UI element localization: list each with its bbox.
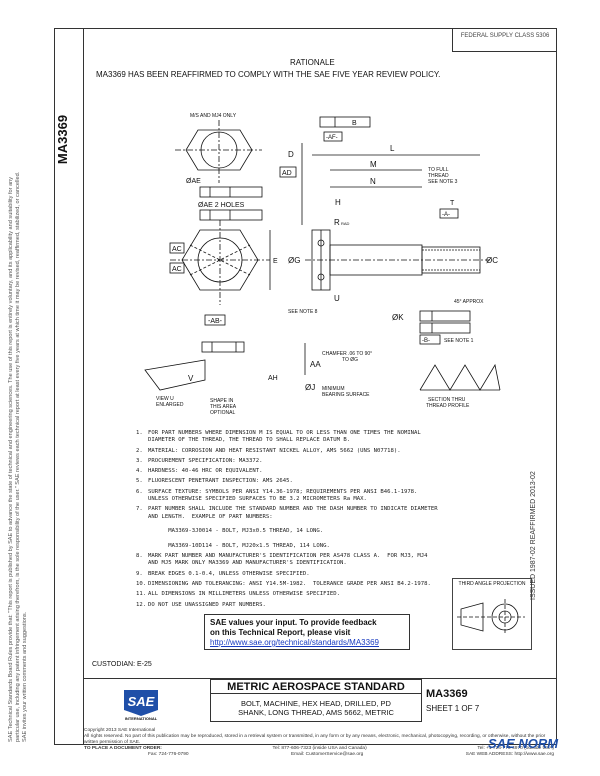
note-item: 12.DO NOT USE UNASSIGNED PART NUMBERS. <box>136 601 266 608</box>
third-angle-label: THIRD ANGLE PROJECTION <box>458 581 526 587</box>
svg-text:E: E <box>273 258 278 265</box>
disclaimer-text: SAE Technical Standards Board Rules prov… <box>8 171 28 742</box>
footer-order-label: TO PLACE A DOCUMENT ORDER: <box>84 746 162 751</box>
svg-text:VIEW U: VIEW U <box>156 396 174 402</box>
standard-description: BOLT, MACHINE, HEX HEAD, DRILLED, PD SHA… <box>210 694 422 722</box>
svg-text:SEE NOTE 8: SEE NOTE 8 <box>288 309 318 315</box>
bolt-side-view <box>305 229 490 291</box>
sheet-number: SHEET 1 OF 7 <box>426 704 480 713</box>
note-item: 10.DIMENSIONING AND TOLERANCING: ANSI Y1… <box>136 581 431 588</box>
svg-text:U: U <box>334 294 340 303</box>
sae-logo-icon: SAE <box>124 690 158 716</box>
svg-text:ØC: ØC <box>486 256 498 265</box>
footer-email[interactable]: Email: CustomerService@sae.org <box>290 752 364 757</box>
note-item: 9.BREAK EDGES 0.1-0.4, UNLESS OTHERWISE … <box>136 570 310 577</box>
notes-list: 1.FOR PART NUMBERS WHERE DIMENSION M IS … <box>136 430 496 612</box>
svg-text:ØJ: ØJ <box>305 383 315 392</box>
note-item: 1.FOR PART NUMBERS WHERE DIMENSION M IS … <box>136 430 421 444</box>
svg-text:L: L <box>390 144 395 153</box>
svg-text:-AF-: -AF- <box>326 135 338 141</box>
svg-text:ØK: ØK <box>392 313 404 322</box>
projection-symbol-icon <box>457 599 525 635</box>
svg-text:SHAPE IN: SHAPE IN <box>210 398 234 404</box>
footer-tel2: Tel: +1 724-776-4970 (outside USA) <box>477 746 554 751</box>
svg-text:M: M <box>370 160 377 169</box>
document-number: MA3369 <box>426 688 468 700</box>
svg-text:ENLARGED: ENLARGED <box>156 402 184 408</box>
page-frame <box>54 28 557 745</box>
svg-text:ØAE: ØAE <box>186 178 201 185</box>
svg-text:V: V <box>188 374 194 383</box>
hex-top-view <box>175 120 262 183</box>
issue-reaffirm-line: ISSUED 1987-02 REAFFIRMED 2013-02 <box>530 471 537 600</box>
note-item: 7.PART NUMBER SHALL INCLUDE THE STANDARD… <box>136 506 438 549</box>
note-item: 5.FLUORESCENT PENETRANT INSPECTION: AMS … <box>136 478 293 485</box>
svg-text:TO FULL: TO FULL <box>428 167 449 173</box>
svg-text:-B-: -B- <box>422 338 430 344</box>
left-column <box>54 28 84 745</box>
footer: Copyright 2013 SAE International All rig… <box>84 728 554 758</box>
svg-text:THIS AREA: THIS AREA <box>210 404 237 410</box>
bolt-drawing: M/S AND MJ4 ONLY ØAE ØAE 2 HOLES AC AC E… <box>144 113 501 416</box>
feedback-line1: SAE values your input. To provide feedba… <box>210 618 377 627</box>
svg-text:SEE NOTE 1: SEE NOTE 1 <box>444 338 474 344</box>
standard-title: METRIC AEROSPACE STANDARD <box>210 679 422 694</box>
svg-text:AD: AD <box>282 170 292 177</box>
svg-text:MINIMUM: MINIMUM <box>322 386 345 392</box>
third-angle-projection: THIRD ANGLE PROJECTION <box>452 578 532 650</box>
feedback-link[interactable]: http://www.sae.org/technical/standards/M… <box>210 638 379 647</box>
note-item: 8.MARK PART NUMBER AND MANUFACTURER'S ID… <box>136 553 428 567</box>
hex-front-view <box>170 220 270 305</box>
footer-fax: Fax: 724-776-0790 <box>148 752 189 757</box>
svg-text:SECTION THRU: SECTION THRU <box>428 397 466 403</box>
watermark-logo: SAE NORM <box>488 736 559 751</box>
note-item: 4.HARDNESS: 40-46 HRC OR EQUIVALENT. <box>136 468 263 475</box>
note-item: 11.ALL DIMENSIONS IN MILLIMETERS UNLESS … <box>136 591 340 598</box>
svg-text:ØG: ØG <box>288 256 300 265</box>
feedback-box: SAE values your input. To provide feedba… <box>204 614 410 650</box>
svg-text:H: H <box>335 198 341 207</box>
svg-text:AC: AC <box>172 266 182 273</box>
svg-text:SEE NOTE 3: SEE NOTE 3 <box>428 179 458 185</box>
svg-text:-A-: -A- <box>442 212 450 218</box>
svg-text:B: B <box>352 120 357 127</box>
custodian: CUSTODIAN: E-25 <box>92 661 152 668</box>
note-item: 2.MATERIAL: CORROSION AND HEAT RESISTANT… <box>136 447 401 454</box>
svg-text:45° APPROX: 45° APPROX <box>454 299 484 305</box>
svg-text:TO ØG: TO ØG <box>342 357 358 363</box>
drawing-label-0: M/S AND MJ4 ONLY <box>190 113 237 119</box>
svg-text:N: N <box>370 177 376 186</box>
svg-text:CHAMFER .06 TO 90°: CHAMFER .06 TO 90° <box>322 351 372 357</box>
title-block <box>84 678 557 724</box>
rationale-heading: RATIONALE <box>290 58 335 67</box>
doc-id-vertical: MA3369 <box>55 114 71 165</box>
svg-text:THREAD PROFILE: THREAD PROFILE <box>426 403 470 409</box>
desc-line1: BOLT, MACHINE, HEX HEAD, DRILLED, PD <box>241 699 391 708</box>
svg-text:R: R <box>334 218 340 227</box>
logo-subtitle: INTERNATIONAL <box>124 716 158 721</box>
footer-rights: All rights reserved. No part of this pub… <box>84 734 546 745</box>
svg-text:AH: AH <box>268 375 278 382</box>
footer-web[interactable]: SAE WEB ADDRESS: http://www.sae.org <box>465 752 554 757</box>
svg-text:THREAD: THREAD <box>428 173 449 179</box>
rationale-text: MA3369 HAS BEEN REAFFIRMED TO COMPLY WIT… <box>96 70 441 79</box>
svg-text:-AB-: -AB- <box>208 318 223 325</box>
svg-text:D: D <box>288 150 294 159</box>
svg-text:AC: AC <box>172 246 182 253</box>
svg-text:T: T <box>450 200 455 207</box>
footer-tel: Tel: 877-606-7323 (inside USA and Canada… <box>272 746 367 751</box>
svg-text:BEARING SURFACE: BEARING SURFACE <box>322 392 370 398</box>
note-item: 6.SURFACE TEXTURE: SYMBOLS PER ANSI Y14.… <box>136 488 418 503</box>
note-item: 3.PROCUREMENT SPECIFICATION: MA3372. <box>136 457 263 464</box>
footer-copyright: Copyright 2013 SAE International <box>84 728 156 733</box>
svg-text:SAE: SAE <box>128 694 155 709</box>
feedback-line2: on this Technical Report, please visit <box>210 628 351 637</box>
svg-text:ØAE 2 HOLES: ØAE 2 HOLES <box>198 202 245 209</box>
svg-text:RAD: RAD <box>341 221 350 226</box>
desc-line2: SHANK, LONG THREAD, AMS 5662, METRIC <box>238 708 394 717</box>
svg-text:AA: AA <box>310 360 321 369</box>
svg-text:OPTIONAL: OPTIONAL <box>210 410 236 416</box>
left-doc-number: MA3369 <box>55 110 82 170</box>
federal-supply-class: FEDERAL SUPPLY CLASS 5306 <box>452 28 557 52</box>
